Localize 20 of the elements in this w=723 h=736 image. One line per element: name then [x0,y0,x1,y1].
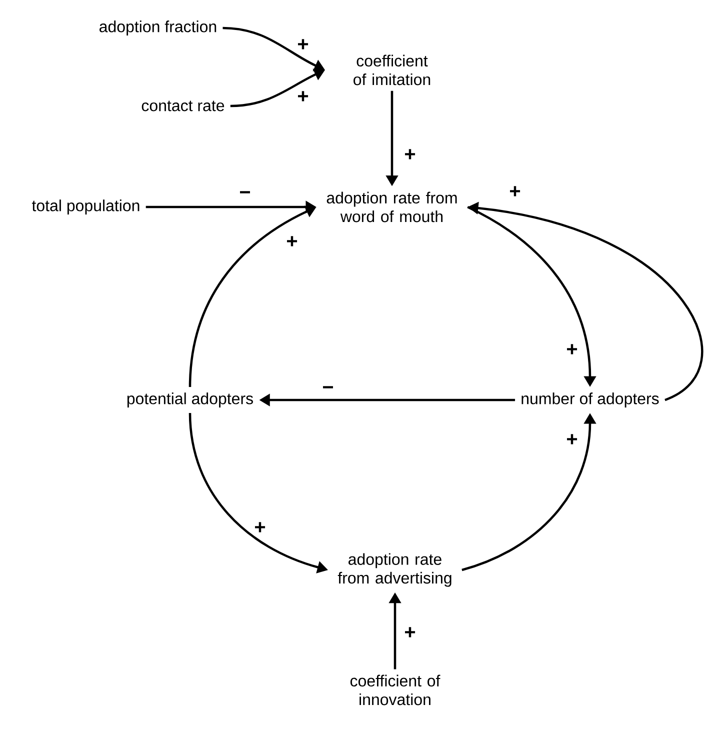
polarity-sign: + [405,627,416,638]
variable-label: potential adopters [127,392,253,408]
variable-label: coefficient of innovation [350,674,440,706]
variable-label: contact rate [142,100,224,112]
polarity-sign: + [405,149,416,160]
polarity-sign: + [510,186,520,196]
polarity-sign: + [567,344,578,354]
variable-label: number of adopters [522,392,659,408]
variable-label: total population [32,200,140,214]
variable-label: coefficient of imitation [354,54,430,86]
polarity-sign: − [240,191,250,194]
polarity-sign: + [567,434,578,444]
variable-label: adoption fraction [100,20,216,36]
variable-label: adoption rate from advertising [338,553,452,587]
polarity-sign: + [298,39,308,50]
variable-label: adoption rate from word of mouth [326,192,457,222]
polarity-sign: + [255,522,266,532]
polarity-sign: + [298,91,308,102]
polarity-sign: + [287,236,298,246]
polarity-sign: − [323,386,334,388]
